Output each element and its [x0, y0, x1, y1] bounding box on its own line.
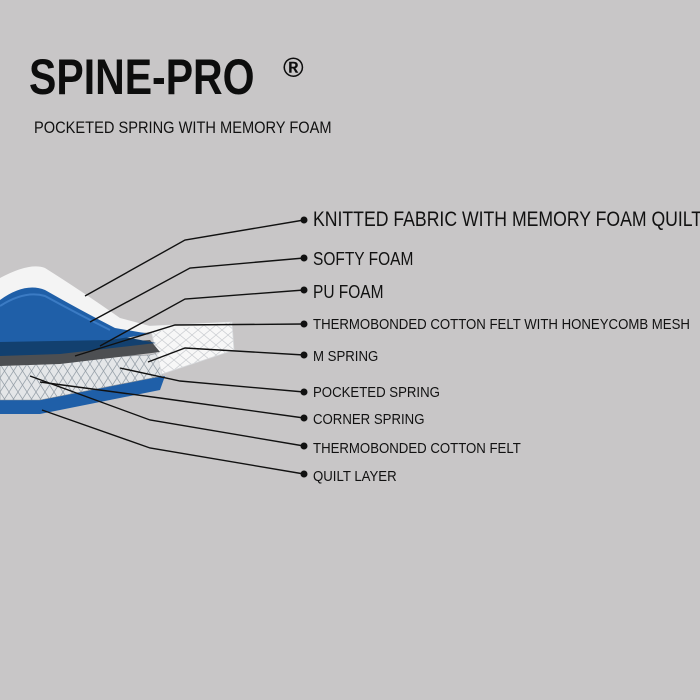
label-quilt-layer: QUILT LAYER	[313, 468, 397, 485]
label-pocketed-spring: POCKETED SPRING	[313, 384, 440, 401]
leader-line-softy-foam	[89, 257, 305, 323]
product-tagline: POCKETED SPRING WITH MEMORY FOAM	[34, 118, 332, 137]
dot-m-spring	[300, 351, 308, 359]
dot-thermobonded-honeycomb	[300, 320, 308, 328]
leader-line-corner-spring	[39, 381, 305, 419]
dot-pocketed-spring	[300, 388, 308, 396]
leader-line-pu-foam	[99, 289, 305, 347]
label-corner-spring: CORNER SPRING	[313, 411, 425, 428]
leader-line-thermobonded-felt	[29, 375, 305, 447]
leader-line-pocketed-spring	[119, 367, 305, 393]
dot-thermobonded-felt	[300, 442, 308, 450]
label-thermobonded-honeycomb: THERMOBONDED COTTON FELT WITH HONEYCOMB …	[313, 316, 690, 333]
leader-line-quilt-layer	[41, 409, 305, 475]
registered-mark: ®	[283, 52, 304, 83]
dot-knitted-fabric	[300, 216, 308, 224]
leader-line-thermobonded-honeycomb	[74, 323, 305, 357]
dot-quilt-layer	[300, 470, 308, 478]
dot-softy-foam	[300, 254, 308, 262]
dot-corner-spring	[300, 414, 308, 422]
dot-pu-foam	[300, 286, 308, 294]
label-knitted-fabric: KNITTED FABRIC WITH MEMORY FOAM QUILT	[313, 208, 700, 231]
softy-foam-shape	[0, 287, 150, 342]
leader-lines	[29, 219, 305, 475]
leader-dots	[300, 216, 308, 478]
leader-line-knitted-fabric	[84, 219, 305, 297]
brand-title: SPINE-PRO	[29, 49, 255, 105]
label-m-spring: M SPRING	[313, 348, 379, 365]
mattress-illustration	[0, 266, 235, 414]
label-thermobonded-felt: THERMOBONDED COTTON FELT	[313, 440, 521, 457]
label-pu-foam: PU FOAM	[313, 282, 384, 302]
label-softy-foam: SOFTY FOAM	[313, 249, 414, 269]
leader-line-m-spring	[147, 347, 305, 363]
